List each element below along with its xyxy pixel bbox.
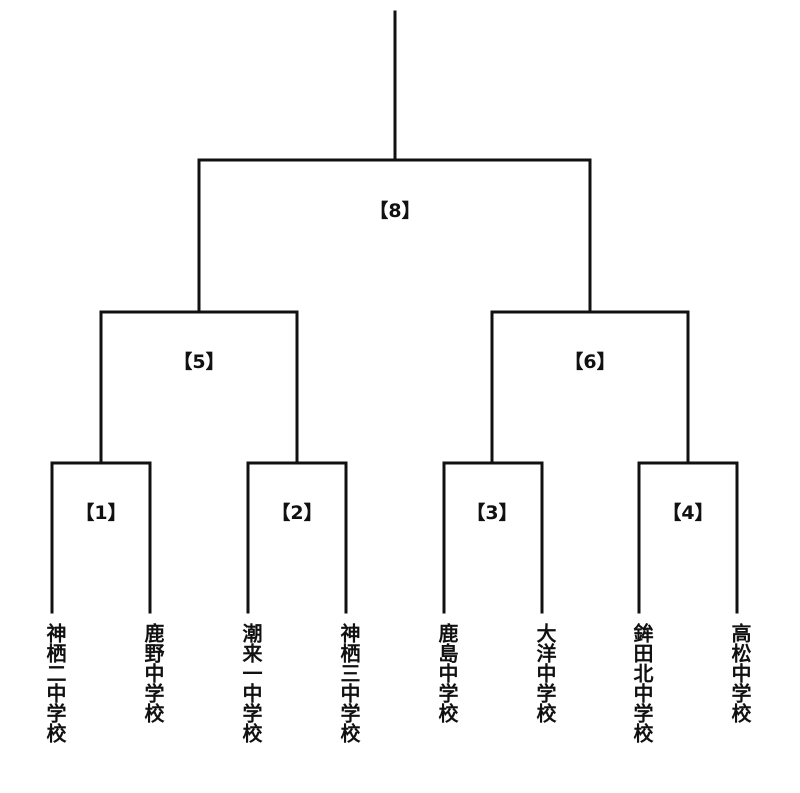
team-name: 鹿野中学校 [141, 623, 165, 723]
match-5-connector [99, 310, 299, 464]
team-name: 大洋中学校 [533, 623, 557, 723]
match-label-2: 【2】 [271, 502, 323, 524]
match-label-8: 【8】 [369, 200, 421, 222]
match-label-3: 【3】 [466, 502, 518, 524]
match-1-connector [50, 461, 152, 614]
team-name: 鹿島中学校 [435, 623, 459, 723]
match-4-connector [637, 461, 739, 614]
team-name: 神栖二中学校 [43, 623, 67, 743]
match-label-5: 【5】 [173, 351, 225, 373]
match-6-connector [490, 310, 690, 464]
match-label-6: 【6】 [564, 351, 616, 373]
team-name: 神栖三中学校 [337, 623, 361, 743]
match-2-connector [246, 461, 348, 614]
team-name: 鉾田北中学校 [630, 623, 654, 743]
team-name: 高松中学校 [728, 623, 752, 723]
match-label-1: 【1】 [75, 502, 127, 524]
match-3-connector [442, 461, 544, 614]
semifinal-connector [197, 158, 592, 312]
match-label-4: 【4】 [662, 502, 714, 524]
team-name: 潮来一中学校 [239, 623, 263, 743]
